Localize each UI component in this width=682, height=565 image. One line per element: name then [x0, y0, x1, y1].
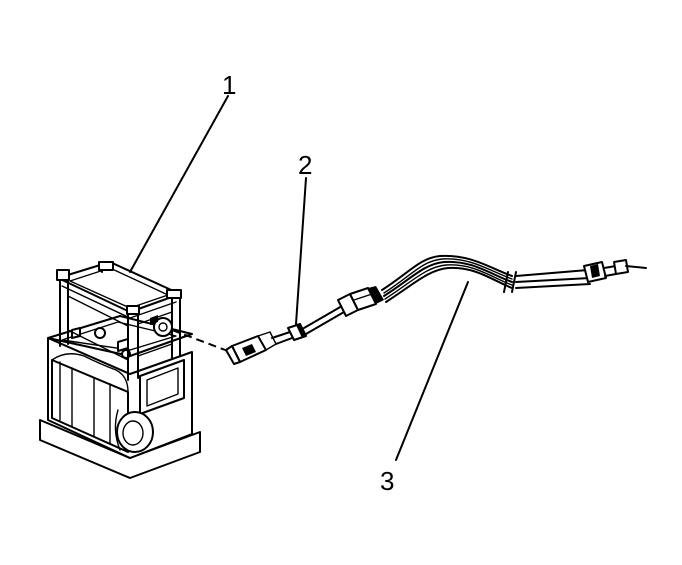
- callout-2: 2: [298, 150, 312, 180]
- callout-1: 1: [222, 70, 236, 100]
- callout-3: 3: [380, 466, 394, 496]
- wiring-harness: [303, 254, 647, 335]
- harness-connector: [171, 323, 307, 365]
- leader-lines: [129, 95, 469, 461]
- battery-module-assembly: [39, 261, 201, 479]
- leader-line-3: [395, 281, 469, 461]
- leader-line-2: [295, 177, 307, 325]
- leader-line-1: [129, 95, 229, 273]
